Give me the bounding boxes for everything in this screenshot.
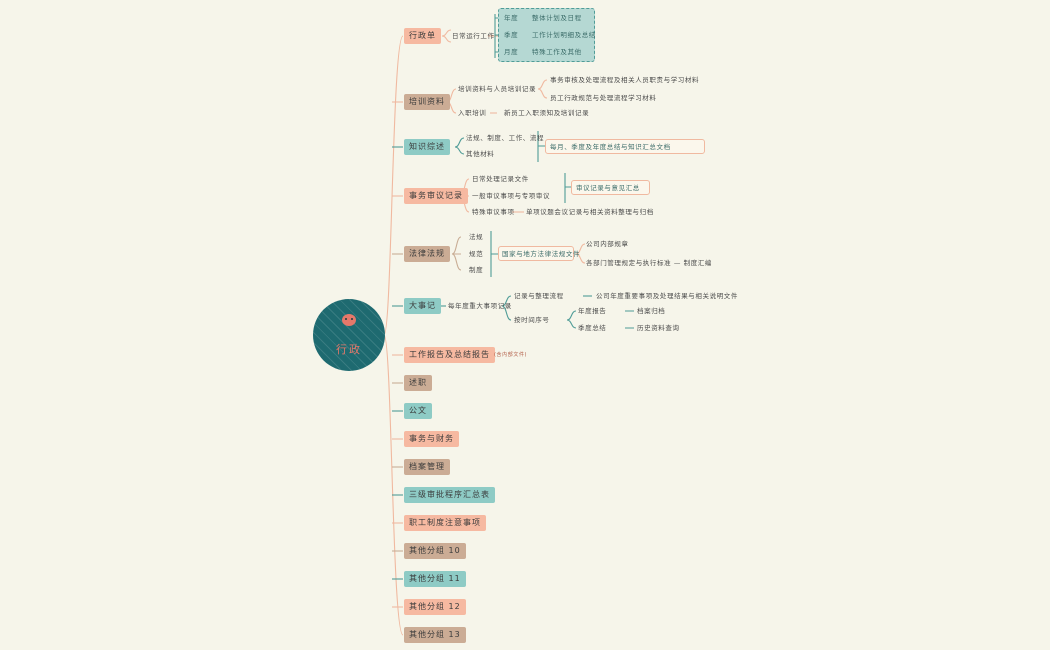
detail-text: 每月、季度及年度总结与知识汇总文档 (550, 143, 671, 151)
branch-node[interactable]: 事务与财务 (404, 431, 459, 447)
branch-node[interactable]: 大事记 (404, 298, 441, 314)
note-text: (含内部文件) (494, 352, 528, 358)
detail-text: 特殊工作及其他 (532, 48, 582, 56)
sub-topic[interactable]: 制度 (469, 266, 484, 274)
branch-node[interactable]: 其他分组 13 (404, 627, 466, 643)
branch-node[interactable]: 三级审批程序汇总表 (404, 487, 495, 503)
leaf-topic[interactable]: 公司年度重要事项及处理结果与相关说明文件 (596, 292, 738, 300)
ladybug-icon (342, 314, 356, 326)
sub-topic[interactable]: 日常运行工作 (452, 32, 495, 40)
root-title: 行政 (336, 343, 362, 356)
detail-box[interactable] (498, 8, 595, 62)
branch-node[interactable]: 述职 (404, 375, 432, 391)
sub-topic[interactable]: 按时间序号 (514, 316, 550, 324)
sub-topic[interactable]: 日常处理记录文件 (472, 175, 529, 183)
leaf-topic[interactable]: 员工行政规范与处理流程学习材料 (550, 94, 657, 102)
leaf-topic[interactable]: 各部门管理规定与执行标准 — 制度汇编 (586, 259, 713, 267)
leaf-topic[interactable]: 档案归档 (637, 307, 666, 315)
detail-box[interactable] (498, 246, 574, 261)
leaf-topic[interactable]: 公司内部规章 (586, 240, 629, 248)
detail-box[interactable] (571, 180, 650, 195)
sub-topic[interactable]: 其他材料 (466, 150, 495, 158)
root-node[interactable]: 行政 (313, 299, 385, 371)
detail-text: 工作计划明细及总结 (532, 31, 596, 39)
branch-node[interactable]: 事务审议记录 (404, 188, 468, 204)
sub-topic[interactable]: 每年度重大事项记录 (448, 302, 512, 310)
branch-node[interactable]: 行政单 (404, 28, 441, 44)
branch-node[interactable]: 职工制度注意事项 (404, 515, 486, 531)
root-hatch (313, 299, 385, 371)
leaf-topic[interactable]: 单项议题会议记录与相关资料整理与归档 (526, 208, 654, 216)
leaf-topic[interactable]: 历史资料查询 (637, 324, 680, 332)
branch-node[interactable]: 培训资料 (404, 94, 450, 110)
leaf-topic[interactable]: 季度总结 (578, 324, 607, 332)
detail-text: 审议记录与意见汇总 (576, 184, 640, 192)
branch-node[interactable]: 档案管理 (404, 459, 450, 475)
detail-item: 月度 (504, 48, 519, 56)
leaf-topic[interactable]: 新员工入职须知及培训记录 (504, 109, 590, 117)
branch-node[interactable]: 工作报告及总结报告 (404, 347, 495, 363)
branch-node[interactable]: 知识综述 (404, 139, 450, 155)
sub-topic[interactable]: 一般审议事项与专项审议 (472, 192, 551, 200)
detail-item: 年度 (504, 14, 519, 22)
branch-node[interactable]: 其他分组 10 (404, 543, 466, 559)
branch-node[interactable]: 其他分组 11 (404, 571, 466, 587)
sub-topic[interactable]: 特殊审议事项 (472, 208, 515, 216)
branch-node[interactable]: 其他分组 12 (404, 599, 466, 615)
sub-topic[interactable]: 入职培训 (458, 109, 487, 117)
sub-topic[interactable]: 法规、制度、工作、流程 (466, 134, 545, 142)
leaf-topic[interactable]: 年度报告 (578, 307, 607, 315)
branch-node[interactable]: 公文 (404, 403, 432, 419)
branch-node[interactable]: 法律法规 (404, 246, 450, 262)
detail-item: 季度 (504, 31, 519, 39)
detail-text: 国家与地方法律法规文件 (502, 250, 581, 258)
sub-topic[interactable]: 法规 (469, 233, 484, 241)
leaf-topic[interactable]: 事务审核及处理流程及相关人员职责与学习材料 (550, 76, 700, 84)
detail-box[interactable] (545, 139, 705, 154)
sub-topic[interactable]: 规范 (469, 250, 484, 258)
sub-topic[interactable]: 记录与整理流程 (514, 292, 564, 300)
sub-topic[interactable]: 培训资料与人员培训记录 (458, 85, 537, 93)
detail-text: 整体计划及日程 (532, 14, 582, 22)
